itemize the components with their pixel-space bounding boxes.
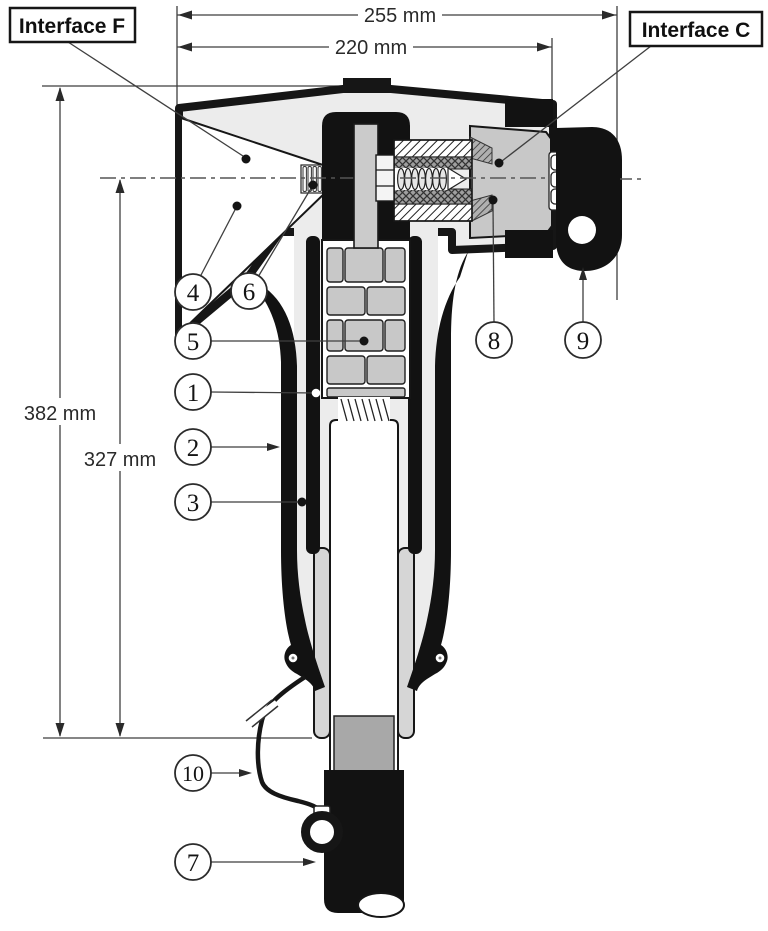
wire-break-mark <box>245 699 273 722</box>
callout-9: 9 <box>564 321 602 359</box>
dimension-texts: 255 mm 220 mm 382 mm 327 mm <box>16 3 442 471</box>
cable-jacket <box>324 770 404 913</box>
top-rib <box>343 78 391 91</box>
leader-dots <box>232 154 504 507</box>
dim-382-label: 382 mm <box>24 403 96 425</box>
leader-arrowheads <box>239 267 587 866</box>
outer-wall-left <box>244 277 325 691</box>
skirt-eyelet-left-pin <box>291 656 295 660</box>
skirt-eyelet-right-pin <box>438 656 442 660</box>
leader-dot-6 <box>308 180 318 190</box>
callout-7: 7 <box>174 843 212 881</box>
ground-wire <box>245 675 343 853</box>
callout-1: 1 <box>174 373 212 411</box>
callout-2: 2 <box>174 428 212 466</box>
leader-dot-1 <box>311 388 321 398</box>
pulling-eye-hole <box>568 216 596 244</box>
leader-dot-interface-c <box>494 158 504 168</box>
ring-terminal <box>301 811 343 853</box>
callout-3: 3 <box>174 483 212 521</box>
dim-220-label: 220 mm <box>335 37 407 59</box>
callout-2-label: 2 <box>187 435 200 462</box>
callout-5: 5 <box>174 322 212 360</box>
callout-6: 6 <box>230 272 268 310</box>
cable-end-face <box>357 892 405 918</box>
interface-f-box: Interface F <box>8 6 137 44</box>
callout-4-label: 4 <box>187 280 200 307</box>
vertical-stud <box>353 123 379 249</box>
interface-f-label: Interface F <box>19 15 125 38</box>
outer-wall-right <box>407 252 468 691</box>
callout-8: 8 <box>475 321 513 359</box>
callout-7-label: 7 <box>187 850 200 877</box>
callout-5-label: 5 <box>187 329 200 356</box>
flange-bottom <box>505 230 553 258</box>
dim-327-label: 327 mm <box>84 449 156 471</box>
callout-8-label: 8 <box>488 328 501 355</box>
callout-6-label: 6 <box>243 279 256 306</box>
leader-dot-3 <box>297 497 307 507</box>
leader-dot-interface-f <box>241 154 251 164</box>
stud-nut <box>375 154 395 202</box>
connector-barrel <box>393 139 473 222</box>
callouts: 4 6 5 1 2 3 8 9 <box>174 272 602 881</box>
callout-4: 4 <box>174 273 212 311</box>
flange-top <box>505 99 553 127</box>
connector-body <box>100 78 642 918</box>
callout-9-label: 9 <box>577 328 590 355</box>
interface-c-label: Interface C <box>642 19 751 42</box>
callout-3-label: 3 <box>187 490 200 517</box>
conductor-strands <box>338 397 390 422</box>
inner-screen-right <box>408 236 422 554</box>
interface-c-box: Interface C <box>628 10 764 48</box>
callout-1-label: 1 <box>187 380 200 407</box>
inner-liner-left <box>313 547 331 739</box>
wire-break-mark-2 <box>251 705 279 728</box>
shear-bolt-connector <box>321 239 411 399</box>
cable-screen-band <box>333 715 395 773</box>
pulling-eye <box>556 127 622 271</box>
leader-dot-4 <box>232 201 242 211</box>
callout-10-label: 10 <box>182 761 204 786</box>
leader-dot-8 <box>488 195 498 205</box>
inner-liner-right <box>397 547 415 739</box>
bore-tip <box>447 166 468 192</box>
dimension-arrowheads <box>55 10 616 737</box>
leader-dot-5 <box>359 336 369 346</box>
cable-insulation <box>329 419 399 775</box>
contact-spring <box>397 167 448 191</box>
callout-10: 10 <box>174 754 212 792</box>
dim-255-label: 255 mm <box>364 5 436 27</box>
leader-lines <box>67 41 652 863</box>
